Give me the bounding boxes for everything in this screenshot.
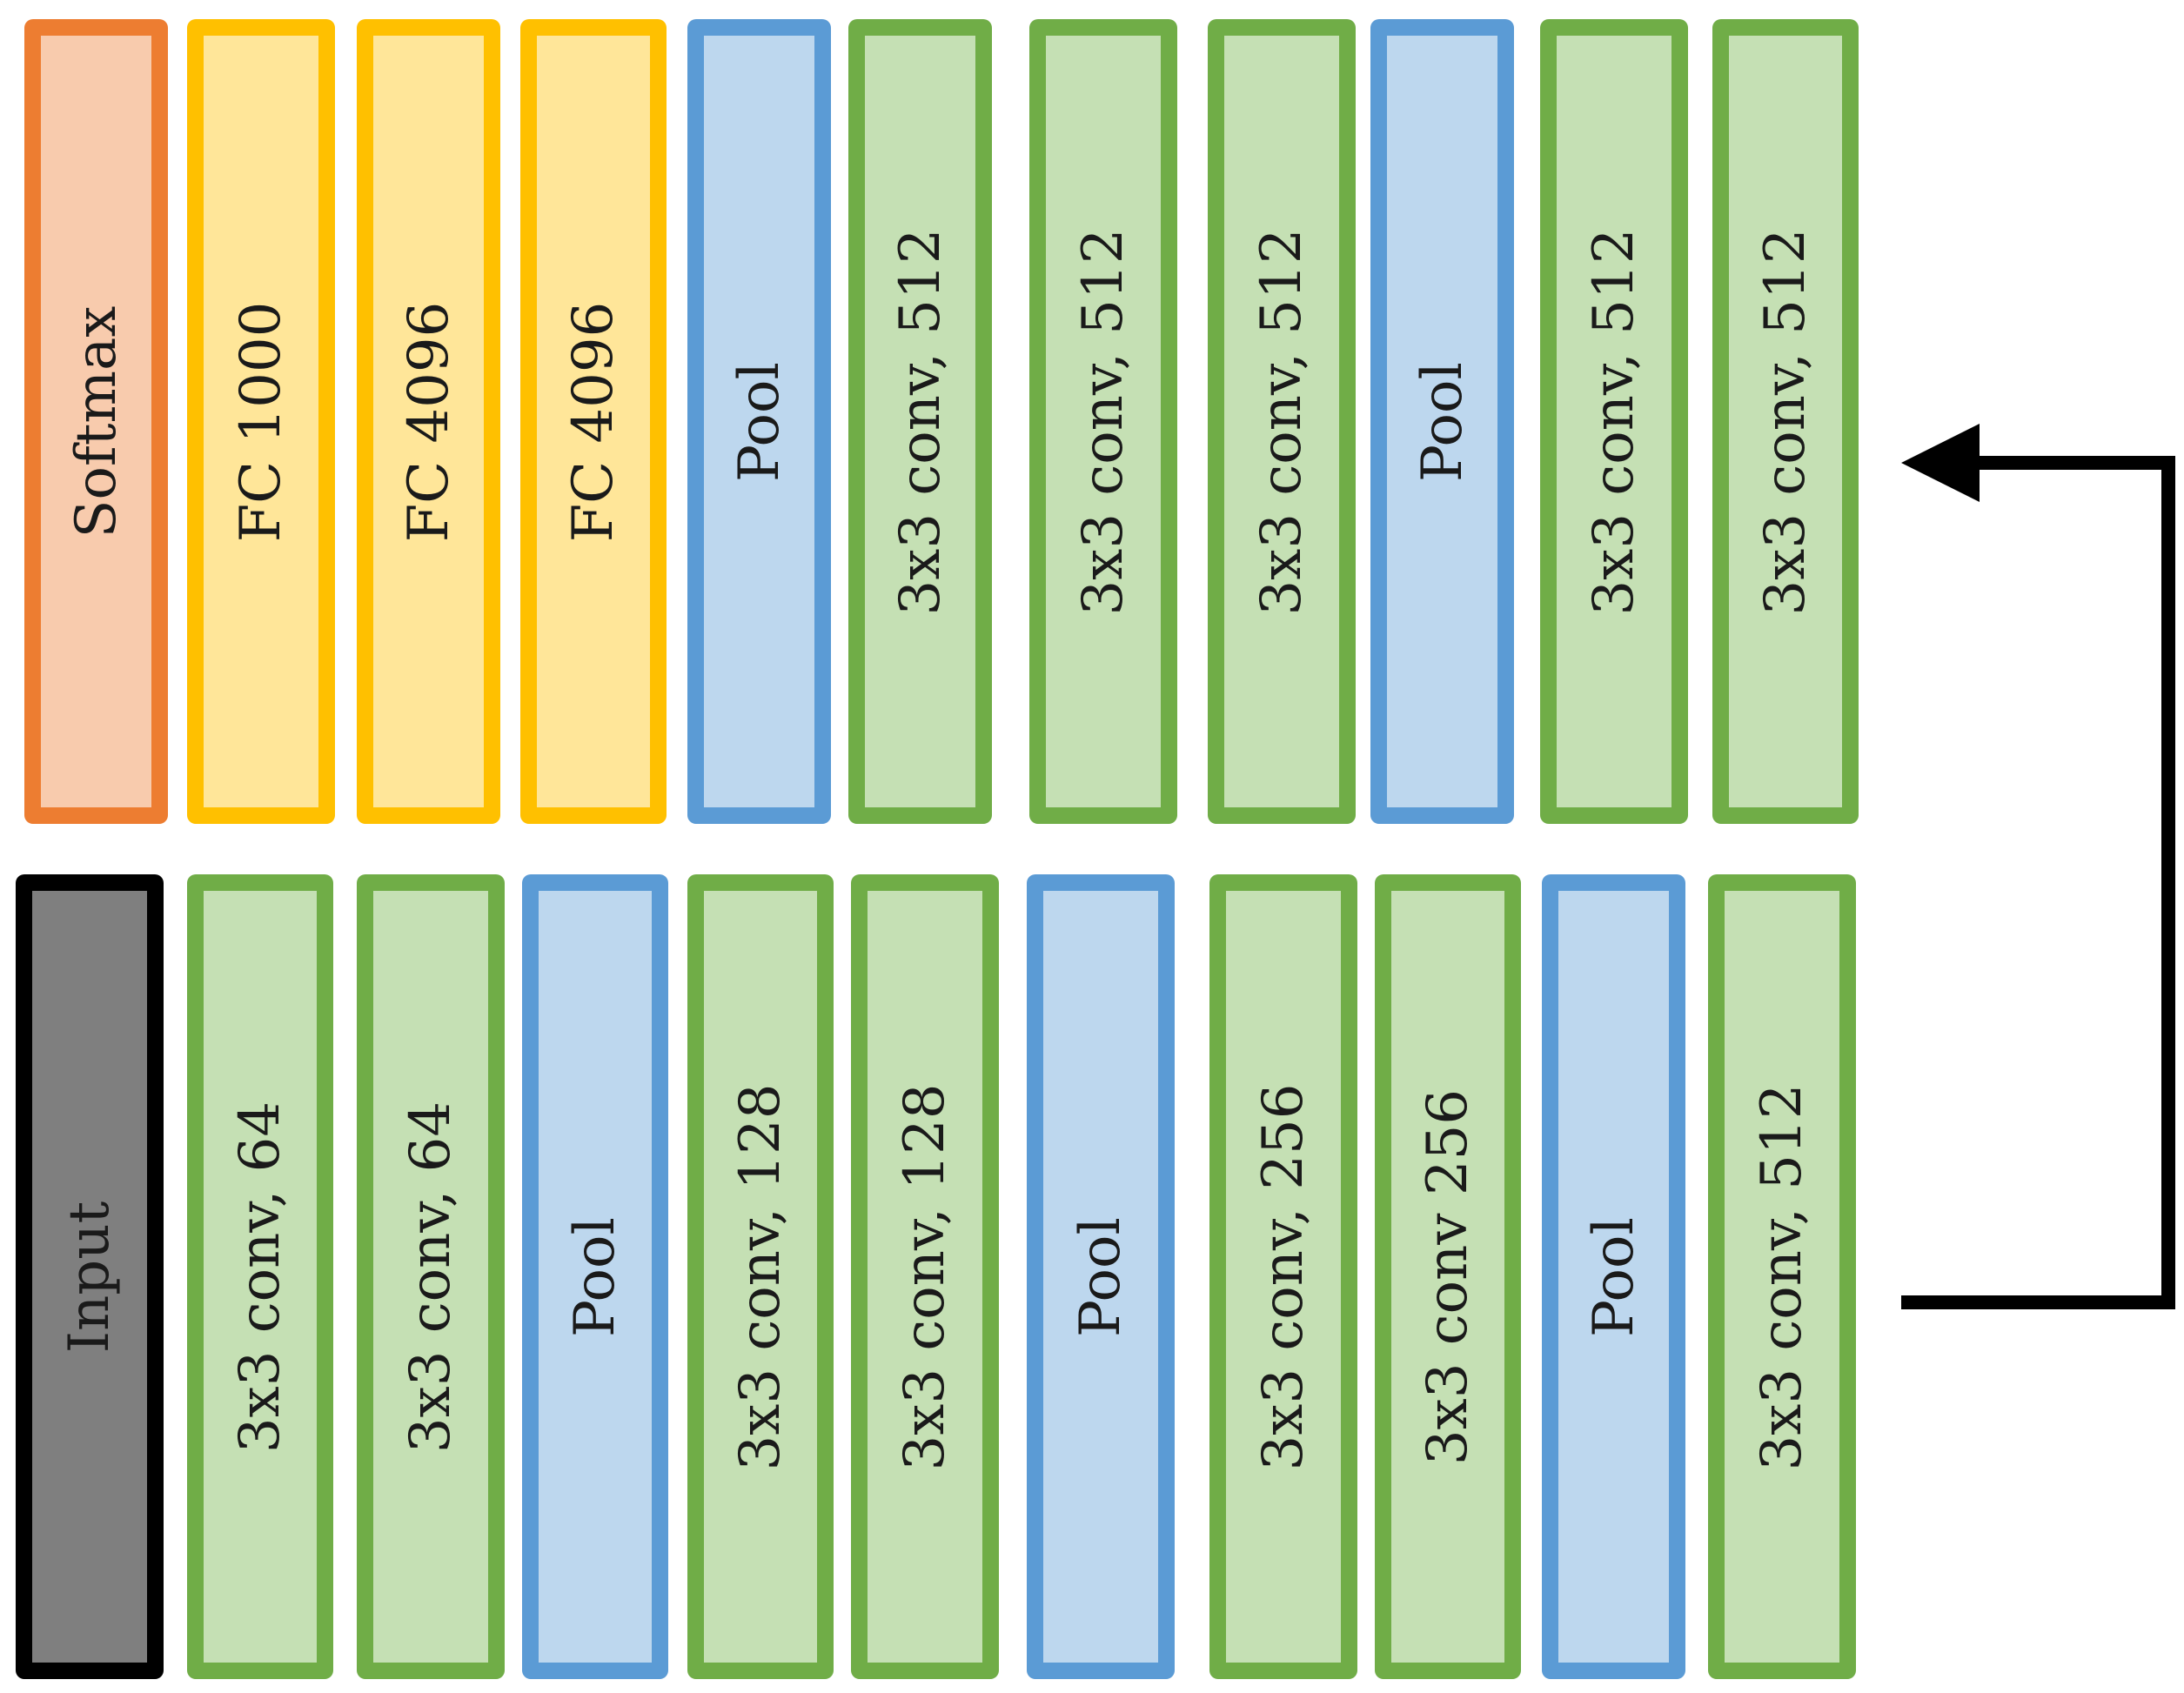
top-softmax-block: Softmax: [24, 19, 168, 824]
bottom-conv-block: 3x3 conv, 512: [1708, 874, 1856, 1679]
top-conv-block: 3x3 conv, 512: [1029, 19, 1177, 824]
bottom-conv-block: 3x3 conv, 64: [357, 874, 505, 1679]
top-conv-block: 3x3 conv, 512: [848, 19, 992, 824]
bottom-input-block: Input: [16, 874, 164, 1679]
top-fc-block: FC 1000: [187, 19, 335, 824]
bottom-conv-block: 3x3 conv, 128: [687, 874, 834, 1679]
top-fc-block: FC 4096: [357, 19, 500, 824]
top-pool-block: Pool: [1370, 19, 1514, 824]
arrow-head-icon: [1901, 424, 1980, 502]
bottom-conv-block: 3x3 conv, 64: [187, 874, 333, 1679]
bottom-conv-block: 3x3 conv 256: [1375, 874, 1521, 1679]
bottom-conv-block: 3x3 conv, 256: [1209, 874, 1357, 1679]
top-conv-block: 3x3 conv, 512: [1208, 19, 1356, 824]
top-fc-block: FC 4096: [520, 19, 667, 824]
top-pool-block: Pool: [687, 19, 831, 824]
top-conv-block: 3x3 conv, 512: [1540, 19, 1688, 824]
bottom-pool-block: Pool: [1027, 874, 1175, 1679]
top-conv-block: 3x3 conv, 512: [1712, 19, 1859, 824]
bottom-pool-block: Pool: [522, 874, 668, 1679]
bottom-conv-block: 3x3 conv, 128: [851, 874, 999, 1679]
bottom-pool-block: Pool: [1542, 874, 1685, 1679]
arrow-line: [1901, 456, 2175, 1309]
